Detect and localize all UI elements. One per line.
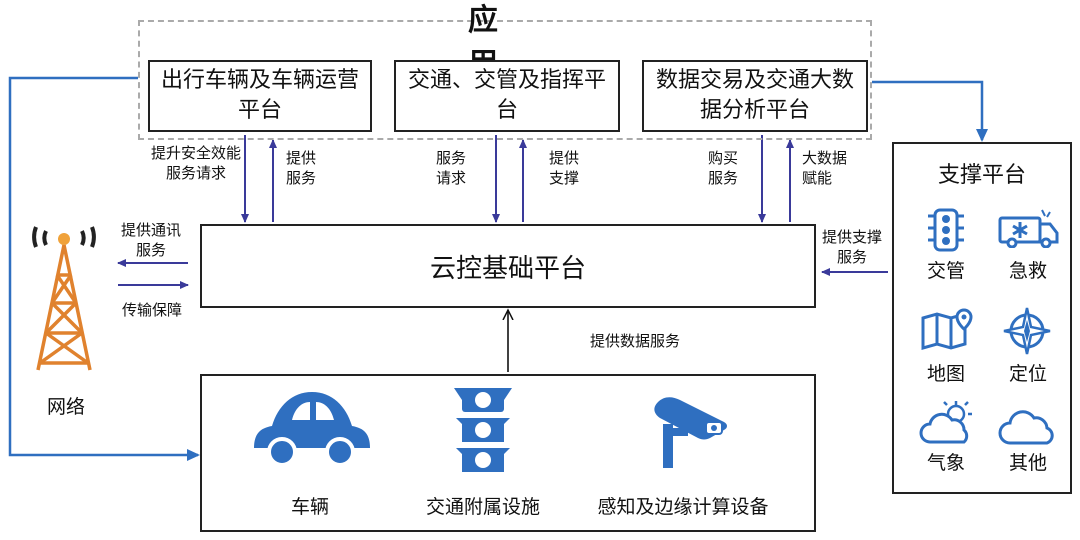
map-icon bbox=[921, 308, 973, 350]
arrow-app-to-support bbox=[872, 80, 988, 142]
platform-vehicle-operation: 出行车辆及车辆运营平台 bbox=[148, 60, 372, 132]
support-item-traffic-mgmt: 交管 bbox=[926, 260, 965, 282]
label-provide-support: 提供支撑 bbox=[549, 149, 580, 187]
traffic-light-icon bbox=[454, 388, 512, 472]
arrow-app-to-devices bbox=[8, 76, 200, 461]
network-label: 网络 bbox=[46, 396, 85, 418]
label-data-service: 提供数据服务 bbox=[590, 332, 681, 350]
label-provide-service: 提供服务 bbox=[286, 149, 317, 187]
cloud-control-platform: 云控基础平台 bbox=[200, 224, 816, 308]
support-item-positioning: 定位 bbox=[1008, 363, 1047, 385]
compass-icon bbox=[1003, 307, 1051, 355]
ambulance-icon bbox=[998, 209, 1059, 248]
device-vehicle: 车辆 bbox=[290, 496, 329, 518]
signal-tower-icon bbox=[32, 226, 96, 371]
cloud-icon bbox=[998, 410, 1054, 445]
platform-data-trading: 数据交易及交通大数据分析平台 bbox=[642, 60, 868, 132]
label-buy-service: 购买服务 bbox=[708, 149, 739, 187]
traffic-light-icon bbox=[928, 208, 964, 252]
support-item-weather: 气象 bbox=[926, 452, 965, 474]
label-support-service: 提供支撑服务 bbox=[821, 228, 882, 266]
application-title: 应 用 bbox=[468, 3, 626, 82]
device-traffic-facilities: 交通附属设施 bbox=[425, 496, 540, 518]
device-edge-computing: 感知及边缘计算设备 bbox=[597, 496, 769, 518]
car-icon bbox=[254, 392, 370, 467]
label-service-request: 服务请求 bbox=[436, 149, 467, 187]
application-frame bbox=[138, 20, 872, 140]
label-transport-guarantee: 传输保障 bbox=[122, 301, 183, 319]
label-comm-service: 提供通讯服务 bbox=[120, 221, 181, 259]
support-item-other: 其他 bbox=[1008, 452, 1047, 474]
support-item-map: 地图 bbox=[926, 363, 965, 385]
platform-traffic-command: 交通、交管及指挥平台 bbox=[394, 60, 620, 132]
camera-icon bbox=[654, 397, 727, 468]
support-platform-title: 支撑平台 bbox=[937, 163, 1026, 188]
label-bigdata-enable: 大数据赋能 bbox=[802, 149, 848, 187]
weather-icon bbox=[919, 401, 972, 444]
label-improve-request: 提升安全效能服务请求 bbox=[150, 144, 241, 182]
support-item-first-aid: 急救 bbox=[1008, 260, 1047, 282]
